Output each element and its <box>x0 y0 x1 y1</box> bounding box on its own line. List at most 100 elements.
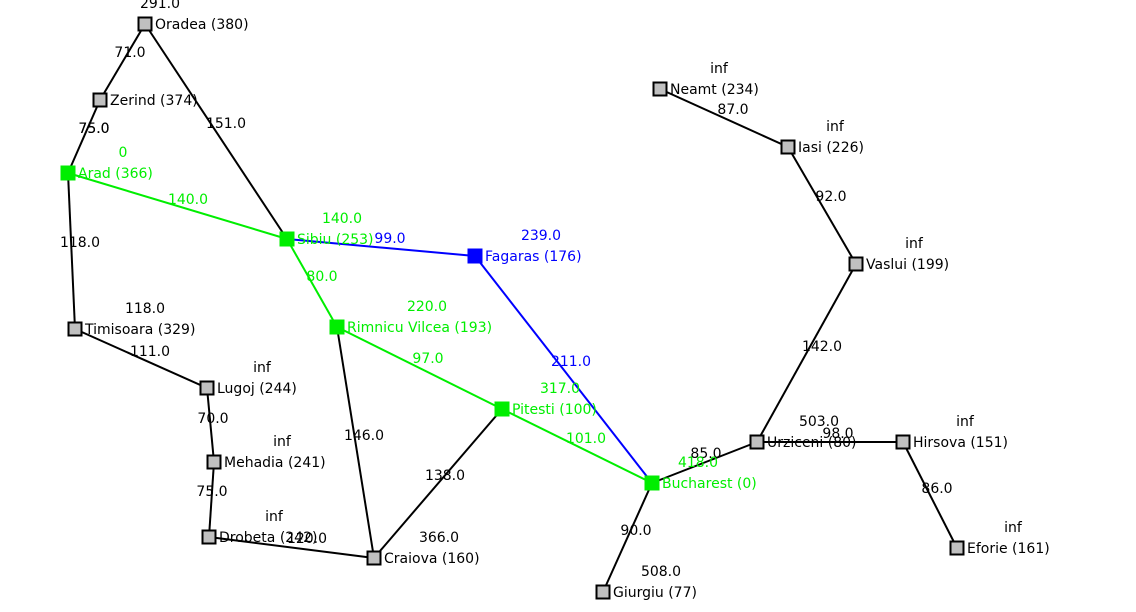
node-label-lugoj: Lugoj (244) <box>217 381 297 397</box>
node-marker-mehadia[interactable] <box>206 454 222 470</box>
node-label-mehadia: Mehadia (241) <box>224 455 326 471</box>
node-label-bucharest: Bucharest (0) <box>662 476 757 492</box>
node-neamt[interactable]: Neamt (234)inf <box>652 61 759 98</box>
node-cost-iasi: inf <box>826 119 845 135</box>
edge-weight-sibiu-rimnicu: 80.0 <box>306 269 337 285</box>
edge-weight-iasi-neamt: 87.0 <box>717 102 748 118</box>
node-label-giurgiu: Giurgiu (77) <box>613 585 697 601</box>
node-pitesti[interactable]: Pitesti (100)317.0 <box>494 381 597 418</box>
edge-weight-oradea-zerind: 71.0 <box>114 45 145 61</box>
edge-weight-pitesti-bucharest: 101.0 <box>566 431 606 447</box>
node-craiova[interactable]: Craiova (160)366.0 <box>366 530 480 567</box>
node-vaslui[interactable]: Vaslui (199)inf <box>848 236 950 273</box>
node-label-pitesti: Pitesti (100) <box>512 402 597 418</box>
node-marker-sibiu[interactable] <box>279 231 295 247</box>
node-label-neamt: Neamt (234) <box>670 82 759 98</box>
node-fagaras[interactable]: Fagaras (176)239.0 <box>467 228 582 265</box>
edge-weight-vaslui-iasi: 92.0 <box>815 189 846 205</box>
node-label-iasi: Iasi (226) <box>798 140 864 156</box>
edge-weight-hirsova-eforie: 86.0 <box>921 481 952 497</box>
node-marker-vaslui[interactable] <box>848 256 864 272</box>
node-lugoj[interactable]: Lugoj (244)inf <box>199 360 297 397</box>
edge-weight-rimnicu-pitesti: 97.0 <box>412 351 443 367</box>
node-giurgiu[interactable]: Giurgiu (77) 508.0 <box>595 564 697 601</box>
node-marker-hirsova[interactable] <box>895 434 911 450</box>
node-cost-giurgiu: 508.0 <box>641 564 681 580</box>
node-arad[interactable]: Arad (366)0 <box>60 145 153 182</box>
node-label-timisoara: Timisoara (329) <box>84 322 195 338</box>
node-label-drobeta: Drobeta (242) <box>219 530 317 546</box>
node-hirsova[interactable]: Hirsova (151)inf <box>895 414 1009 451</box>
node-marker-fagaras[interactable] <box>467 248 483 264</box>
edge-bucharest-urziceni <box>651 441 758 484</box>
node-marker-arad[interactable] <box>60 165 76 181</box>
node-cost-urziceni: 503.0 <box>799 414 839 430</box>
edge-weight-urziceni-vaslui: 142.0 <box>802 339 842 355</box>
edge-zerind-arad <box>67 99 101 174</box>
edge-weight-drobeta-craiova: 120.0 <box>287 531 327 547</box>
node-marker-lugoj[interactable] <box>199 380 215 396</box>
edge-weight-arad-timisoara: 118.0 <box>60 235 100 251</box>
node-cost-bucharest: 418.0 <box>678 455 718 471</box>
node-marker-bucharest[interactable] <box>644 475 660 491</box>
node-bucharest[interactable]: Bucharest (0) 418.0 <box>644 455 757 492</box>
edge-weight-urziceni-hirsova: 98.0 <box>822 426 853 442</box>
node-marker-craiova[interactable] <box>366 550 382 566</box>
edge-timisoara-lugoj <box>74 328 208 389</box>
node-label-vaslui: Vaslui (199) <box>866 257 949 273</box>
edge-iasi-neamt <box>659 88 789 148</box>
node-marker-drobeta[interactable] <box>201 529 217 545</box>
edge-urziceni-vaslui <box>756 263 857 443</box>
node-cost-zerind: 75.0 <box>78 121 109 137</box>
edge-weight-bucharest-giurgiu: 90.0 <box>620 523 651 539</box>
edge-rimnicu-craiova <box>336 326 375 559</box>
node-rimnicu[interactable]: Rimnicu Vilcea (193)220.0 <box>329 299 493 336</box>
node-timisoara[interactable]: Timisoara (329) 118.0 <box>67 301 196 338</box>
node-zerind[interactable]: Zerind (374)75.0 <box>78 92 198 137</box>
edge-sibiu-rimnicu <box>286 238 338 328</box>
node-label-sibiu: Sibiu (253) <box>297 232 374 248</box>
node-cost-craiova: 366.0 <box>419 530 459 546</box>
edge-rimnicu-pitesti <box>336 326 503 410</box>
edge-mehadia-drobeta <box>208 461 215 538</box>
node-cost-arad: 0 <box>119 145 128 161</box>
node-cost-sibiu: 140.0 <box>322 211 362 227</box>
node-marker-eforie[interactable] <box>949 540 965 556</box>
node-marker-giurgiu[interactable] <box>595 584 611 600</box>
node-iasi[interactable]: Iasi (226) inf <box>780 119 865 156</box>
node-oradea[interactable]: Oradea (380)291.0 <box>137 0 249 33</box>
edge-vaslui-iasi <box>787 146 857 265</box>
node-marker-neamt[interactable] <box>652 81 668 97</box>
edge-weight-timisoara-lugoj: 111.0 <box>130 344 170 360</box>
edge-weight-rimnicu-craiova: 146.0 <box>344 428 384 444</box>
edge-oradea-sibiu <box>144 23 288 240</box>
node-sibiu[interactable]: Sibiu (253) 140.0 <box>279 211 374 248</box>
edge-weight-zerind-arad: 75.0 <box>78 121 109 137</box>
node-marker-urziceni[interactable] <box>749 434 765 450</box>
node-marker-zerind[interactable] <box>92 92 108 108</box>
node-label-fagaras: Fagaras (176) <box>485 249 582 265</box>
node-cost-oradea: 291.0 <box>140 0 180 12</box>
node-label-hirsova: Hirsova (151) <box>913 435 1008 451</box>
edge-hirsova-eforie <box>902 441 958 549</box>
node-mehadia[interactable]: Mehadia (241) inf <box>206 434 326 471</box>
node-cost-mehadia: inf <box>273 434 292 450</box>
node-marker-pitesti[interactable] <box>494 401 510 417</box>
edge-weight-oradea-sibiu: 151.0 <box>206 116 246 132</box>
node-cost-timisoara: 118.0 <box>125 301 165 317</box>
edge-weight-craiova-pitesti: 138.0 <box>425 468 465 484</box>
node-label-urziceni: Urziceni (80) <box>767 435 857 451</box>
node-drobeta[interactable]: Drobeta (242) inf <box>201 509 318 546</box>
node-eforie[interactable]: Eforie (161)inf <box>949 520 1050 557</box>
node-marker-oradea[interactable] <box>137 16 153 32</box>
edges-layer: 71.0151.075.0118.0140.0111.070.075.0120.… <box>60 23 958 593</box>
node-cost-drobeta: inf <box>265 509 284 525</box>
node-urziceni[interactable]: Urziceni (80) 503.0 <box>749 414 857 451</box>
node-marker-rimnicu[interactable] <box>329 319 345 335</box>
node-marker-timisoara[interactable] <box>67 321 83 337</box>
edge-pitesti-bucharest <box>501 408 653 484</box>
edge-arad-sibiu <box>67 172 288 240</box>
node-marker-iasi[interactable] <box>780 139 796 155</box>
